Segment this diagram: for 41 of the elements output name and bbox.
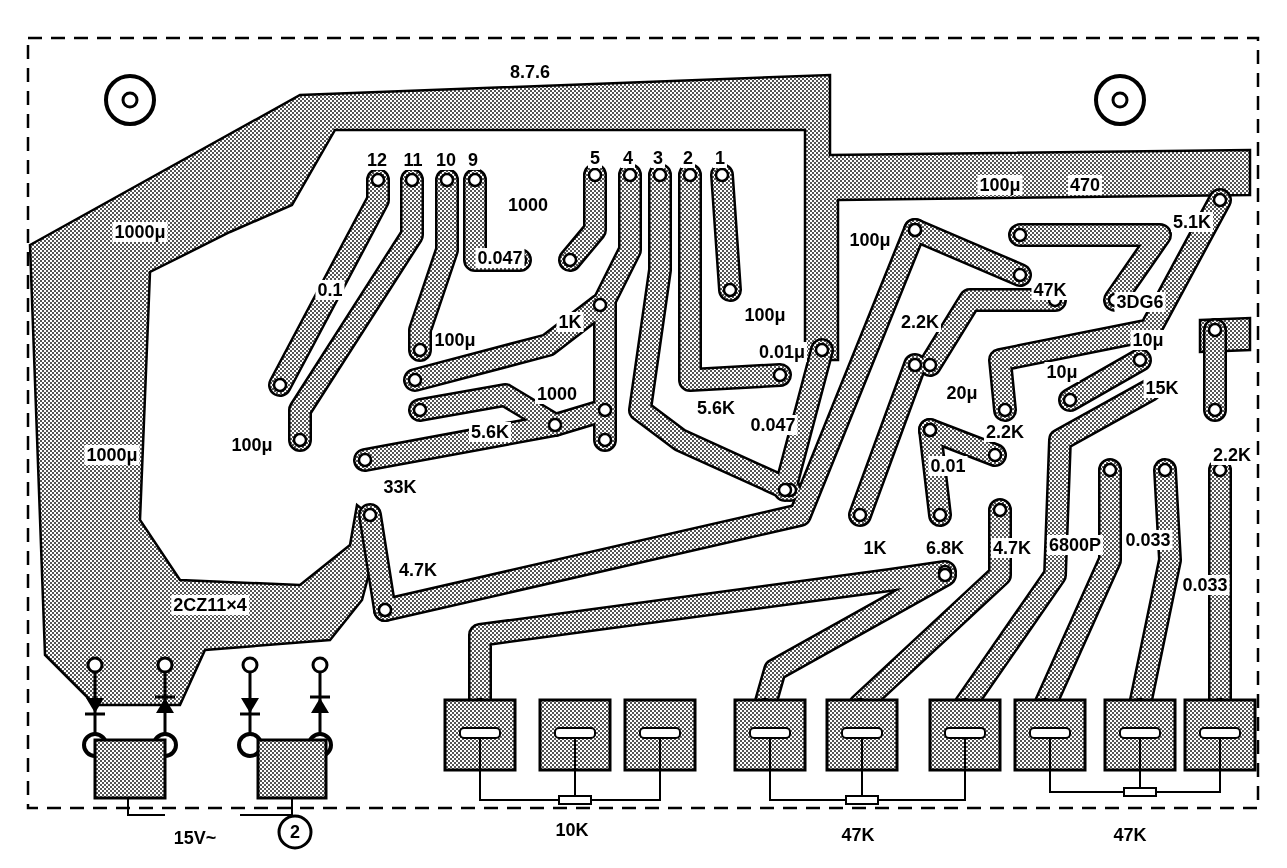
component-value-label: 0.01μ <box>757 342 807 362</box>
component-value-label: 0.1 <box>315 280 345 300</box>
component-value-label: 2.2K <box>899 312 941 332</box>
component-value-label: 4.7K <box>991 538 1033 558</box>
component-value-label: 15K <box>1143 378 1181 398</box>
component-value-label: 1K <box>556 312 584 332</box>
component-value-label: 47K <box>1031 280 1069 300</box>
component-value-label: 1 <box>713 148 727 168</box>
component-value-label: 4 <box>621 148 635 168</box>
component-value-label: 2.2K <box>1211 445 1253 465</box>
component-value-label: 100μ <box>847 230 893 250</box>
component-value-label: 5.6K <box>469 422 511 442</box>
component-value-label: 470 <box>1068 175 1102 195</box>
component-value-label: 100μ <box>977 175 1023 195</box>
component-value-label: 0.033 <box>1180 575 1230 595</box>
component-value-label: 1000 <box>535 384 579 404</box>
component-value-label: 0.047 <box>475 248 525 268</box>
component-value-label: 10μ <box>1130 330 1166 350</box>
component-value-label: 2 <box>289 822 301 842</box>
component-value-label: 0.047 <box>748 415 798 435</box>
component-value-label: 20μ <box>944 383 980 403</box>
component-value-label: 12 <box>365 150 389 170</box>
component-value-label: 1000μ <box>112 222 168 242</box>
component-value-label: 5.1K <box>1171 212 1213 232</box>
component-value-label: 5 <box>588 148 602 168</box>
component-value-label: 9 <box>466 150 480 170</box>
component-value-label: 3DG6 <box>1114 292 1166 312</box>
component-value-label: 6800P <box>1046 535 1104 555</box>
component-value-label: 10μ <box>1044 362 1080 382</box>
component-value-label: 10 <box>434 150 458 170</box>
component-value-label: 2 <box>681 148 695 168</box>
component-value-label: 100μ <box>229 435 275 455</box>
component-value-label: 100μ <box>742 305 788 325</box>
component-value-label: 1000μ <box>84 445 140 465</box>
component-value-label: 0.01 <box>928 456 968 476</box>
component-value-label: 3 <box>651 148 665 168</box>
component-value-label: 0.033 <box>1123 530 1173 550</box>
component-value-label: 100μ <box>432 330 478 350</box>
component-value-label: 11 <box>401 150 425 170</box>
component-value-label: 2.2K <box>984 422 1026 442</box>
component-value-label: 2CZ11×4 <box>171 595 249 615</box>
